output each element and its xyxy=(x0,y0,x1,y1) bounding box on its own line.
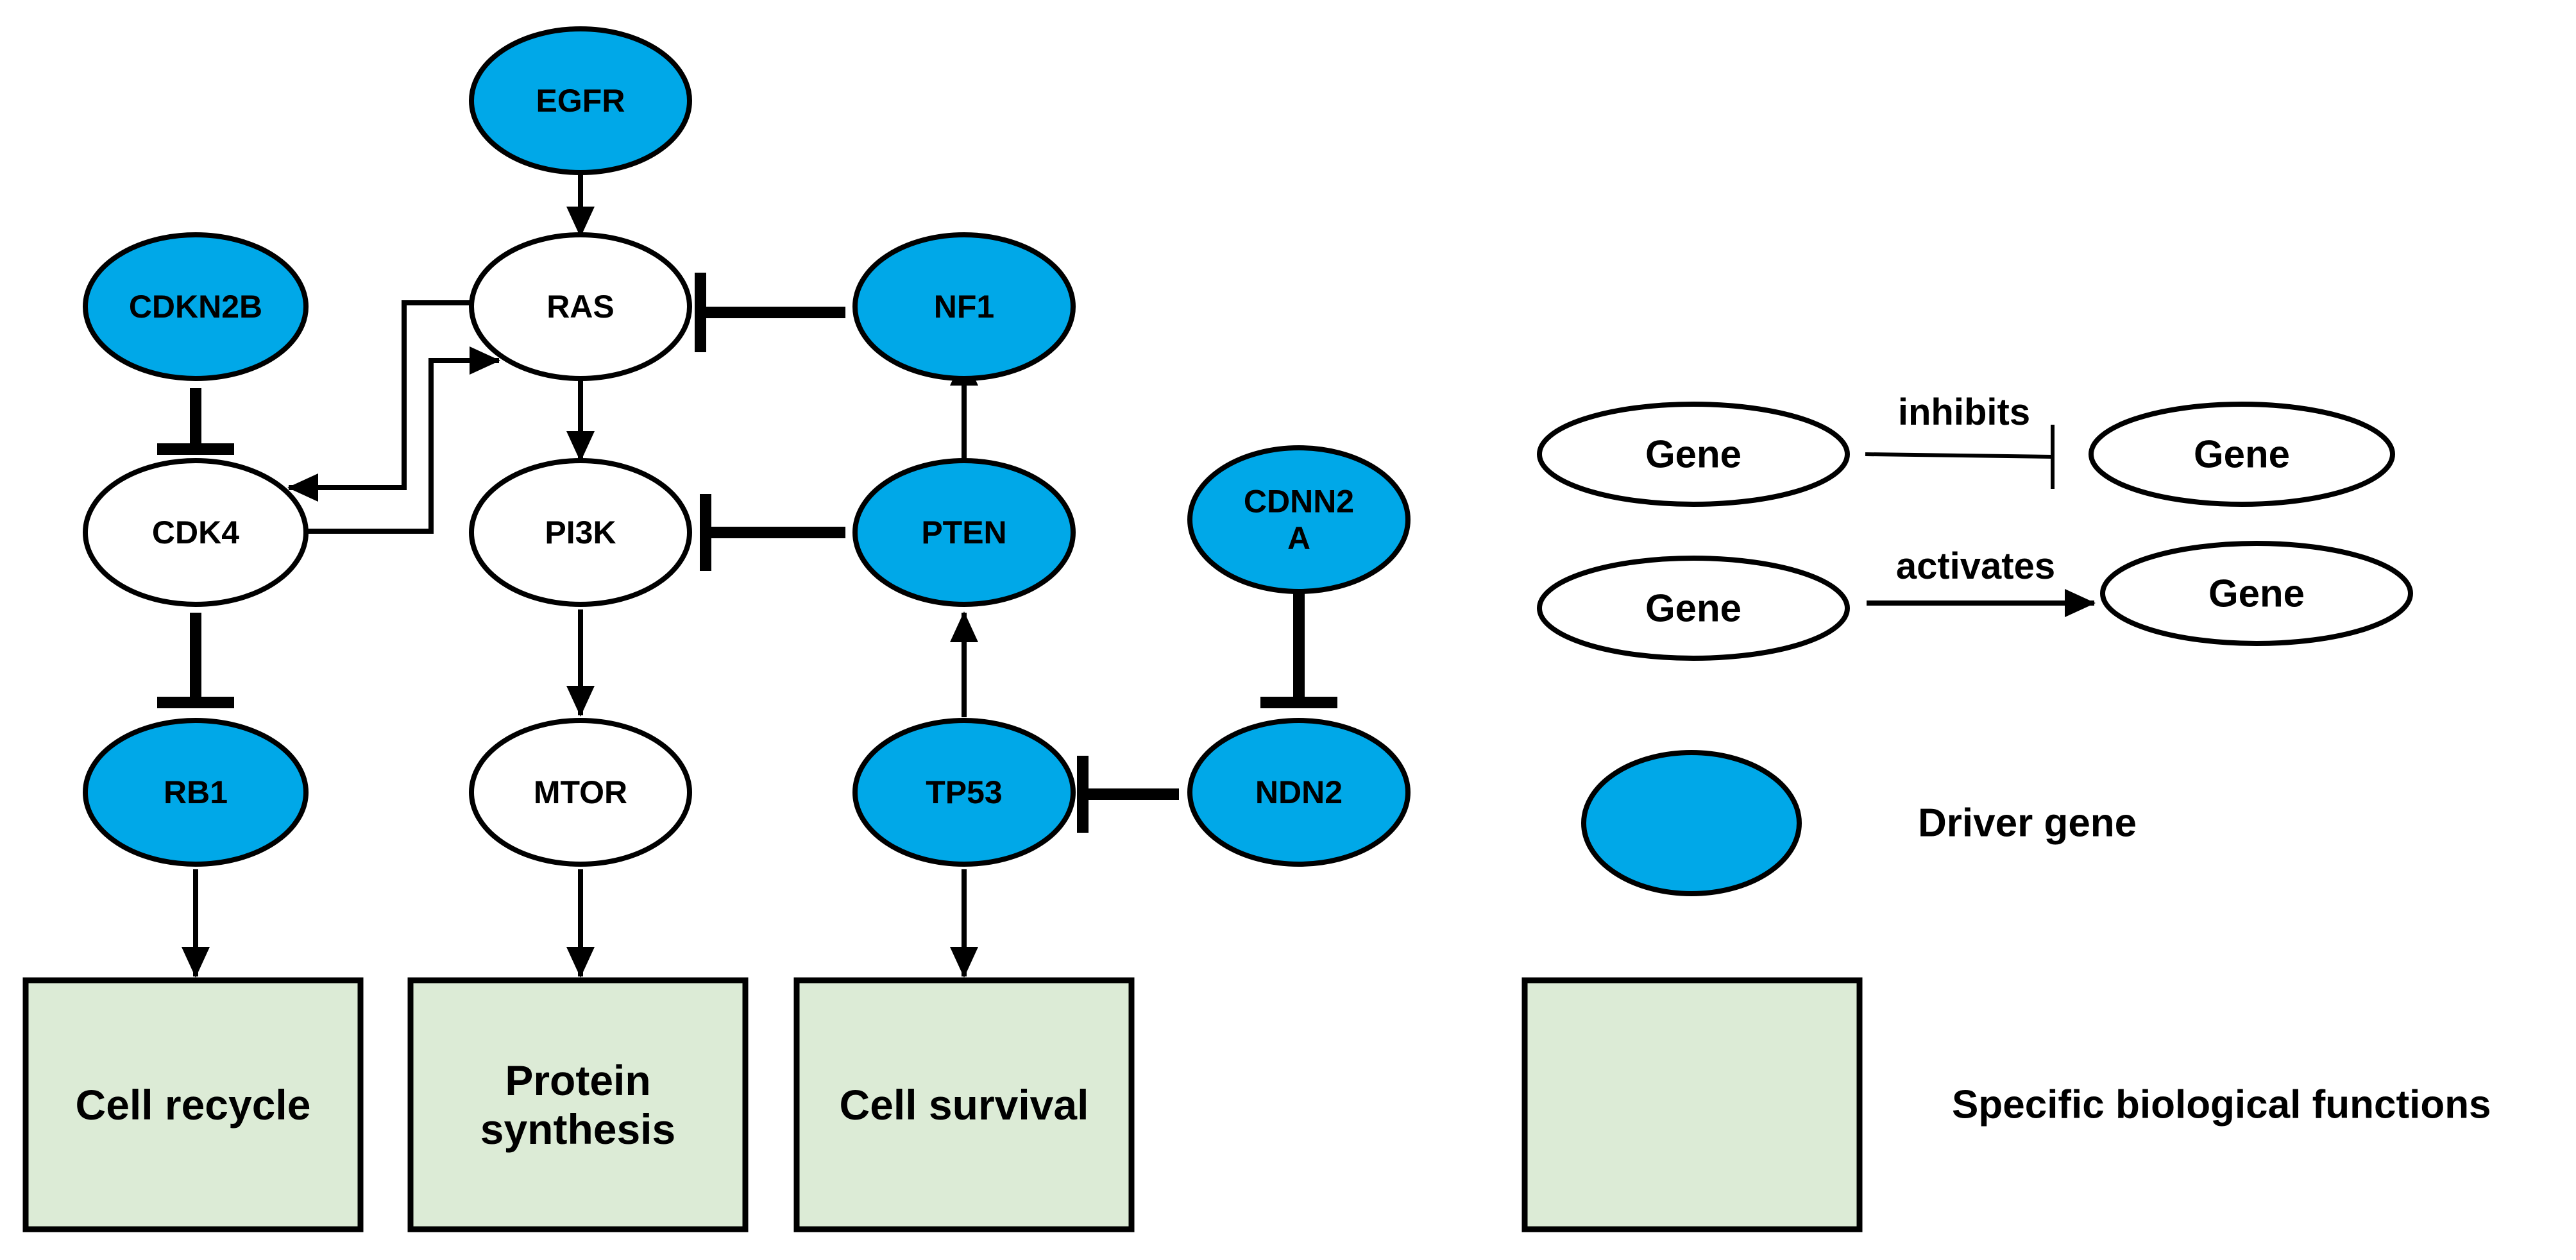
node-tp53: TP53 xyxy=(852,718,1076,867)
node-ras-label: RAS xyxy=(547,289,614,325)
legend-gene-source-inhibits xyxy=(1537,402,1850,507)
node-pten-label: PTEN xyxy=(921,515,1006,550)
node-ras: RAS xyxy=(469,232,692,381)
node-cdk4: CDK4 xyxy=(83,458,309,607)
node-egfr-label: EGFR xyxy=(536,83,625,119)
legend-driver-row: Driver gene xyxy=(1581,750,2137,896)
node-ndn2: NDN2 xyxy=(1187,718,1411,867)
edge-ras-activates-cdk4 xyxy=(287,300,473,502)
legend-gene-label: Gene xyxy=(2194,433,2290,476)
legend-inhibits-line xyxy=(1865,452,2053,459)
legend-activates-label: activates xyxy=(1896,545,2055,587)
node-rb1: RB1 xyxy=(83,718,309,867)
legend-function-swatch xyxy=(1521,977,1863,1232)
node-cdkn2b: CDKN2B xyxy=(83,232,309,381)
legend: Gene inhibits Gene Gene activates Gene D… xyxy=(1521,391,2491,1232)
legend-gene-source-activates xyxy=(1537,556,1850,661)
edge-cdk4-inhibits-rb1 xyxy=(157,613,234,708)
node-ndn2-label: NDN2 xyxy=(1255,774,1343,810)
edge-cdk4-activates-ras xyxy=(307,346,500,534)
node-nf1: NF1 xyxy=(852,232,1076,381)
edges xyxy=(157,160,1337,978)
node-egfr: EGFR xyxy=(469,26,692,175)
node-tp53-label: TP53 xyxy=(926,774,1003,810)
legend-gene-target-activates xyxy=(2100,541,2413,646)
edge-pten-inhibits-pi3k xyxy=(700,494,845,571)
legend-driver-swatch xyxy=(1581,750,1802,896)
node-nf1-label: NF1 xyxy=(934,289,994,325)
legend-gene-label: Gene xyxy=(2208,572,2305,615)
node-pi3k: PI3K xyxy=(469,458,692,607)
legend-inhibits-row: Gene inhibits Gene xyxy=(1537,391,2395,507)
node-pten: PTEN xyxy=(852,458,1076,607)
legend-activates-row: Gene activates Gene xyxy=(1537,541,2413,661)
legend-gene-label: Gene xyxy=(1645,433,1741,476)
node-cdkn2b-label: CDKN2B xyxy=(129,289,262,325)
node-mtor: MTOR xyxy=(469,718,692,867)
node-pi3k-label: PI3K xyxy=(545,515,616,550)
legend-function-row: Specific biological functions xyxy=(1521,977,2491,1232)
gene-nodes: EGFR RAS CDKN2B NF1 CDK4 PI3K PTEN CDNN xyxy=(83,26,1411,867)
function-box-cell-recycle: Cell recycle xyxy=(22,977,364,1232)
edge-nf1-inhibits-ras xyxy=(695,273,845,352)
node-mtor-label: MTOR xyxy=(534,774,627,810)
function-box-cell-survival: Cell survival xyxy=(793,977,1135,1232)
legend-driver-label: Driver gene xyxy=(1918,801,2137,846)
edge-cdnn2a-inhibits-ndn2 xyxy=(1260,593,1337,708)
legend-function-label: Specific biological functions xyxy=(1952,1083,2491,1127)
edge-ndn2-inhibits-tp53 xyxy=(1077,756,1179,833)
edge-cdkn2b-inhibits-cdk4 xyxy=(157,388,234,455)
function-label-cell-recycle: Cell recycle xyxy=(76,1081,311,1128)
legend-gene-label: Gene xyxy=(1645,587,1741,630)
node-cdk4-label: CDK4 xyxy=(152,515,239,550)
legend-gene-target-inhibits xyxy=(2089,402,2395,507)
legend-inhibits-label: inhibits xyxy=(1898,391,2030,433)
function-label-cell-survival: Cell survival xyxy=(840,1081,1089,1128)
node-rb1-label: RB1 xyxy=(164,774,228,810)
